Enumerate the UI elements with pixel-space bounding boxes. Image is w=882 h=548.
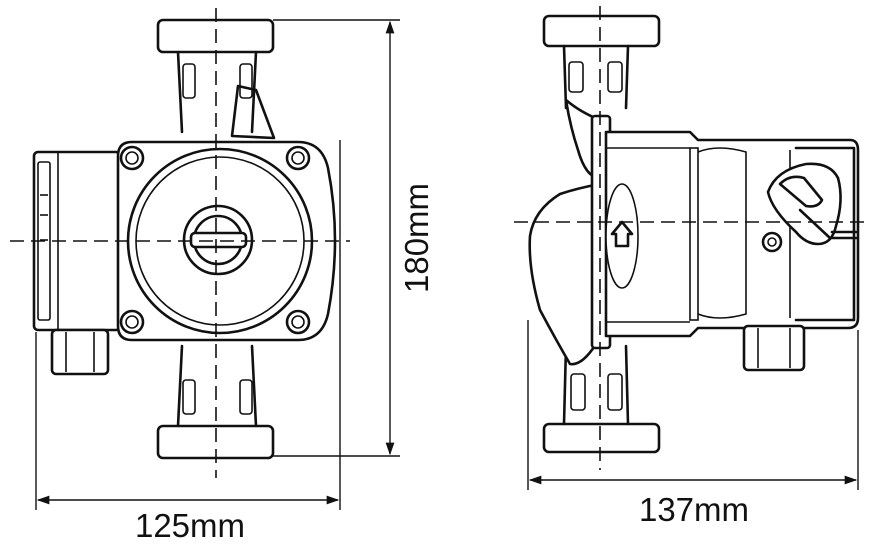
bolt-bottom-left [119, 309, 145, 335]
height-label: 180mm [398, 183, 435, 293]
indicator-screw [761, 231, 783, 253]
front-terminal-box [32, 150, 122, 376]
indicator-screw-inner [767, 237, 777, 247]
front-bolts [119, 145, 311, 335]
speed-selector-knob [766, 162, 842, 246]
dimension-width-front: 125mm [35, 140, 341, 544]
bolt-bottom-right [285, 309, 311, 335]
front-bottom-pipe [156, 344, 275, 460]
dimension-width-side: 137mm [527, 320, 859, 528]
width-side-label: 137mm [639, 491, 749, 528]
front-view [10, 8, 350, 478]
bolt-top-left [119, 145, 145, 171]
side-view [514, 6, 870, 470]
bolt-top-right [285, 145, 311, 171]
side-volute [528, 98, 602, 366]
width-front-label: 125mm [135, 507, 245, 544]
side-top-pipe [542, 14, 661, 110]
side-cable-gland [742, 324, 806, 372]
side-bottom-pipe [542, 344, 661, 454]
dimension-height: 180mm [273, 19, 435, 457]
